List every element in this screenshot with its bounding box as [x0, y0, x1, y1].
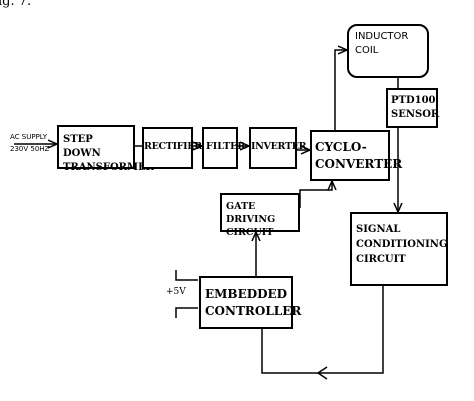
ptd-line-2: SENSOR [391, 109, 440, 120]
supply-arrow-bottom [175, 307, 198, 318]
inverter-label: INVERTER [251, 141, 307, 152]
ptd100-sensor-block: PTD100 SENSOR [386, 88, 440, 128]
embedded-controller-block: EMBEDDED CONTROLLER [199, 276, 302, 329]
inverter-block: INVERTER [249, 127, 307, 169]
step-down-line-2: TRANSFORMER [63, 162, 154, 173]
ac-supply-label: AC SUPPLY 230V 50HZ [10, 131, 49, 155]
ptd-line-1: PTD100 [391, 95, 436, 106]
loop-arrowhead [316, 366, 328, 380]
signal-line-3: CIRCUIT [356, 254, 406, 265]
filter-label: FILTER [206, 141, 246, 152]
arrow-gate-to-cyclo [299, 181, 332, 208]
cyclo-line-1: CYCLO- [315, 140, 367, 154]
figure-caption: ig. 7. [0, 0, 32, 9]
cyclo-line-2: CONVERTER [315, 157, 403, 171]
rectifier-block: RECTIFIER [142, 127, 202, 169]
cycloconverter-block: CYCLO- CONVERTER [310, 130, 403, 181]
ac-supply-line-2: 230V 50HZ [10, 145, 50, 153]
rectifier-label: RECTIFIER [144, 141, 202, 152]
supply-5v-label: +5V [166, 287, 186, 297]
signal-line-1: SIGNAL [356, 224, 401, 235]
step-down-line-1: STEP DOWN [63, 134, 101, 159]
inductor-line-1: INDUCTOR [355, 31, 409, 42]
gate-line-2: CIRCUIT [226, 227, 274, 238]
embedded-line-1: EMBEDDED [205, 287, 288, 301]
inductor-coil-block: INDUCTOR COIL [347, 24, 429, 78]
signal-line-2: CONDITIONING [356, 239, 448, 250]
embedded-line-2: CONTROLLER [205, 304, 302, 318]
filter-block: FILTER [202, 127, 246, 169]
step-down-transformer-block: STEP DOWN TRANSFORMER [57, 125, 154, 173]
gate-line-1: GATE DRIVING [226, 201, 276, 225]
signal-conditioning-block: SIGNAL CONDITIONING CIRCUIT [350, 212, 448, 286]
gate-driving-block: GATE DRIVING CIRCUIT [220, 193, 300, 238]
arrow-cyclo-to-inductor [334, 50, 347, 130]
inductor-line-2: COIL [355, 45, 379, 56]
arrow-signal-to-embedded [261, 286, 384, 374]
supply-arrow-top [175, 270, 198, 281]
ac-supply-line-1: AC SUPPLY [10, 133, 48, 141]
